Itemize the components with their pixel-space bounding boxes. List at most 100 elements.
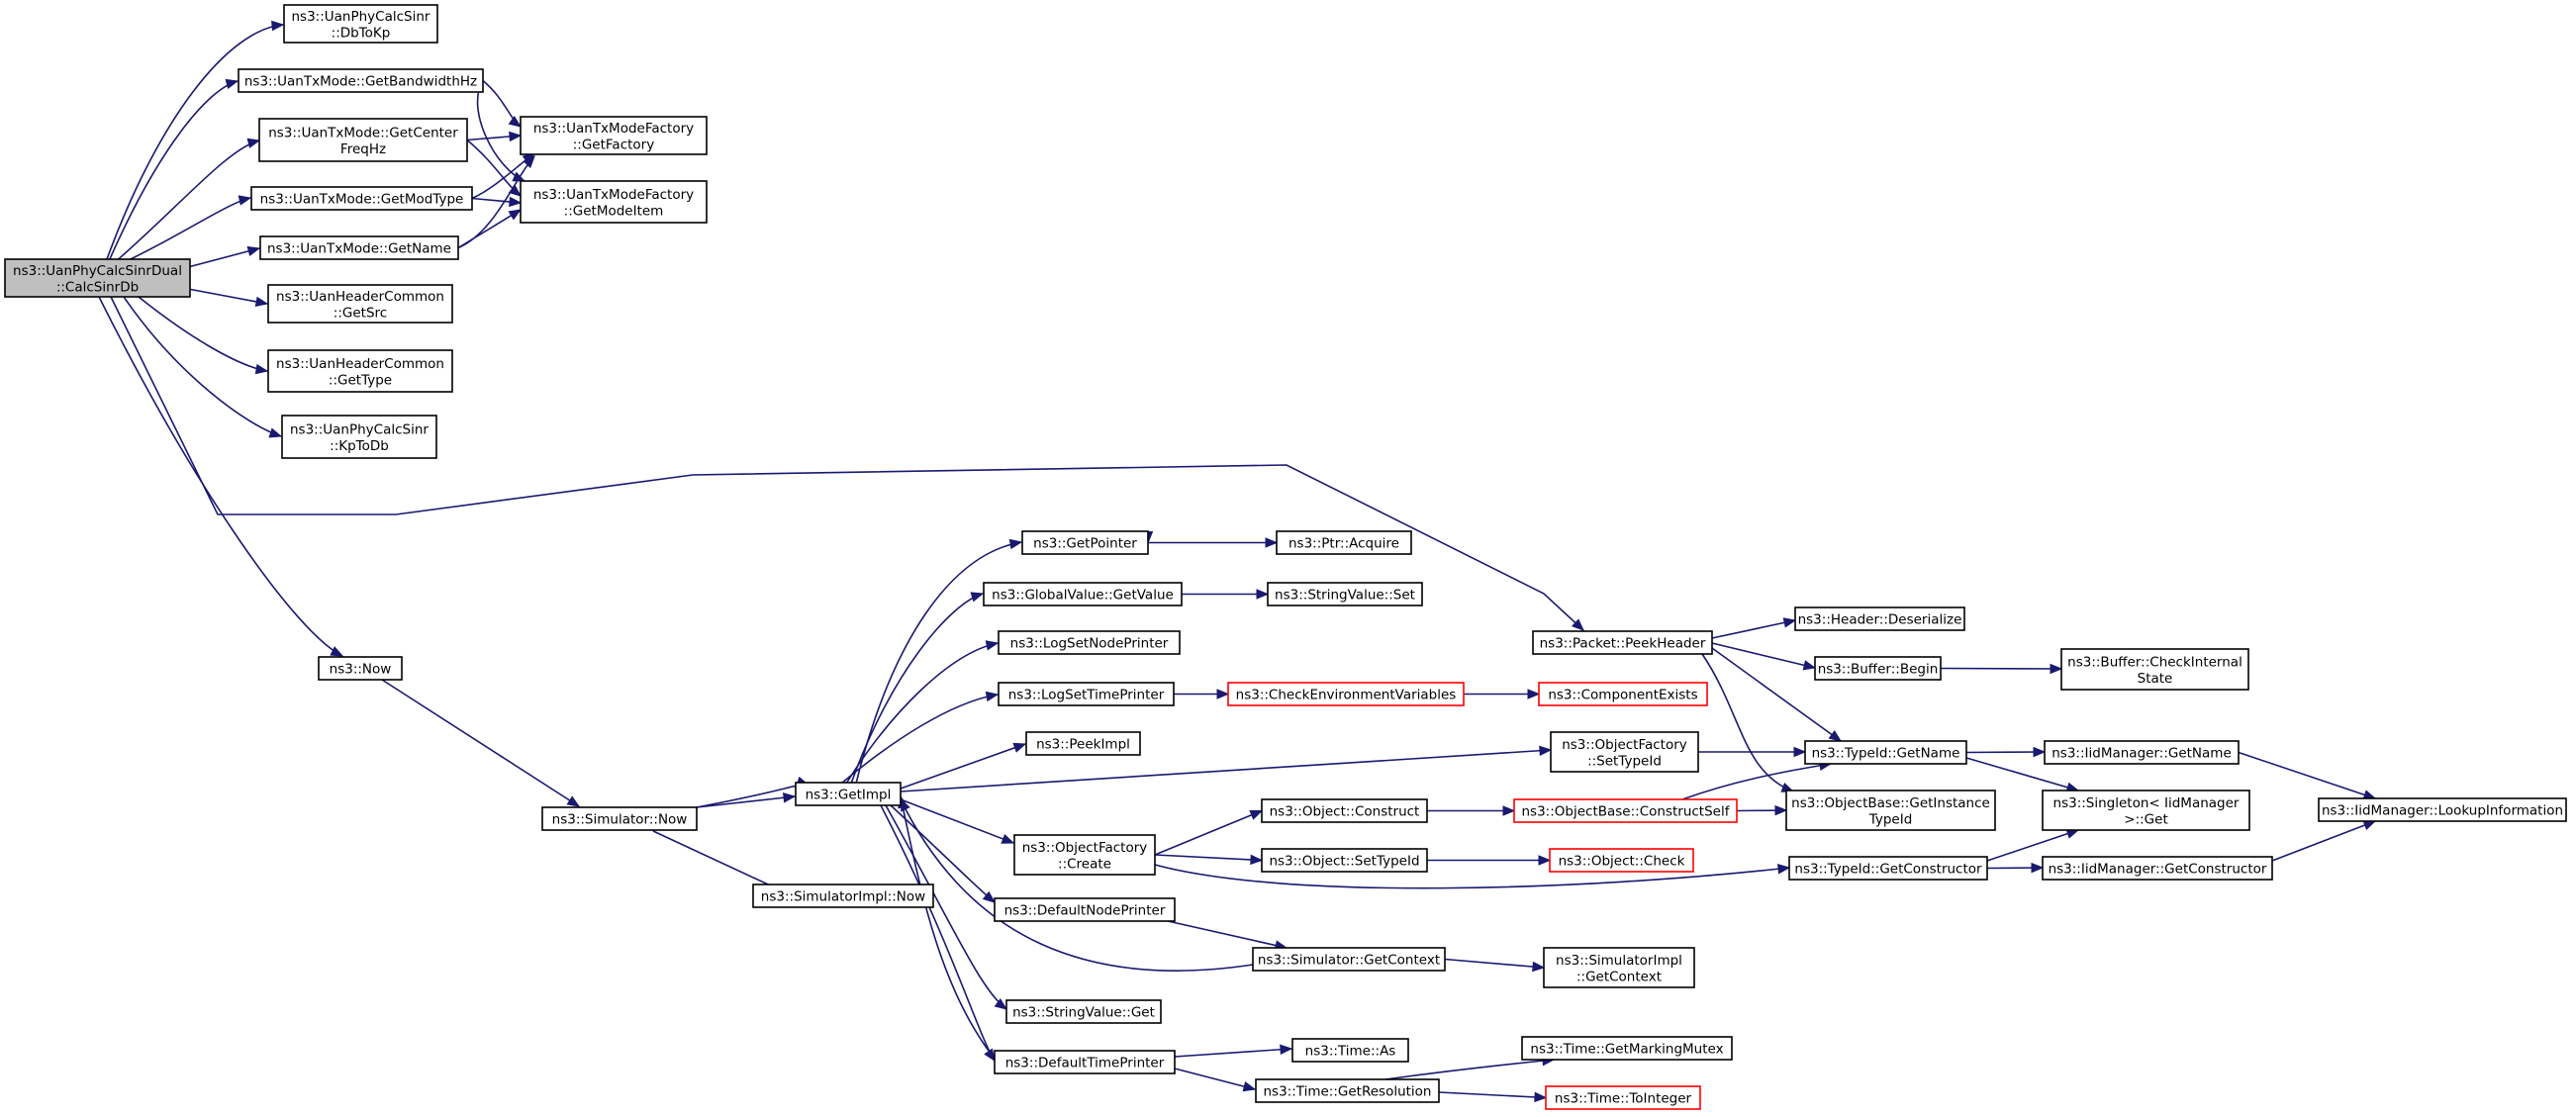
arrowhead — [994, 997, 1008, 1010]
node-dbtokp[interactable]: ns3::UanPhyCalcSinr::DbToKp — [283, 4, 438, 44]
node-singleton-get[interactable]: ns3::Singleton< IidManager>::Get — [2042, 790, 2250, 831]
node-getimpl[interactable]: ns3::GetImpl — [795, 782, 902, 806]
node-simimpl-getcontext[interactable]: ns3::SimulatorImpl::GetContext — [1543, 947, 1695, 988]
call-edge — [187, 247, 260, 268]
node-root[interactable]: ns3::UanPhyCalcSinrDual::CalcSinrDb — [4, 258, 191, 298]
node-of-create[interactable]: ns3::ObjectFactory::Create — [1013, 834, 1156, 876]
node-getmodtype[interactable]: ns3::UanTxMode::GetModType — [250, 186, 473, 211]
call-edge — [1711, 642, 1816, 669]
node-box — [1532, 630, 1713, 655]
arrowhead — [1001, 833, 1015, 844]
node-iid-getctor[interactable]: ns3::IidManager::GetConstructor — [2042, 856, 2273, 881]
node-box — [250, 186, 473, 211]
node-box — [1291, 1038, 1409, 1063]
node-logtimeprinter[interactable]: ns3::LogSetTimePrinter — [998, 682, 1175, 706]
node-time-tointeger[interactable]: ns3::Time::ToInteger — [1545, 1085, 1701, 1110]
node-defnodeprinter[interactable]: ns3::DefaultNodePrinter — [994, 897, 1176, 922]
arrowhead — [2033, 746, 2047, 758]
arrowhead — [268, 427, 283, 438]
node-compexists[interactable]: ns3::ComponentExists — [1538, 682, 1708, 706]
node-getmodeitem[interactable]: ns3::UanTxModeFactory::GetModeItem — [520, 180, 708, 224]
node-simimpl-now[interactable]: ns3::SimulatorImpl::Now — [752, 884, 934, 908]
node-label: ns3::PeekImpl — [1036, 737, 1130, 753]
node-box — [1276, 530, 1412, 555]
node-label: ns3::DefaultNodePrinter — [1004, 903, 1166, 919]
node-box — [267, 349, 453, 393]
node-ptr-acquire[interactable]: ns3::Ptr::Acquire — [1276, 530, 1412, 555]
node-box — [1785, 790, 1996, 831]
arrowhead — [1534, 1091, 1548, 1103]
node-box — [1513, 798, 1738, 823]
node-label: ns3::UanPhyCalcSinr — [292, 9, 430, 25]
node-box — [1261, 848, 1428, 873]
node-label: ns3::UanPhyCalcSinrDual — [13, 263, 182, 279]
node-label: ns3::IidManager::GetConstructor — [2049, 862, 2267, 878]
node-label: ns3::LogSetTimePrinter — [1008, 688, 1165, 703]
node-now[interactable]: ns3::Now — [318, 656, 403, 681]
node-label: ns3::ObjectBase::GetInstance — [1791, 795, 1990, 811]
node-box — [1788, 856, 1988, 881]
node-sim-getcontext[interactable]: ns3::Simulator::GetContext — [1252, 947, 1446, 972]
node-sim-now[interactable]: ns3::Simulator::Now — [541, 806, 698, 831]
node-label: ns3::Header::Deserialize — [1798, 612, 1962, 628]
node-tid-getctor[interactable]: ns3::TypeId::GetConstructor — [1788, 856, 1988, 881]
node-iid-lookup[interactable]: ns3::IidManager::LookupInformation — [2318, 797, 2567, 822]
node-peekheader[interactable]: ns3::Packet::PeekHeader — [1532, 630, 1713, 655]
node-label: ::GetFactory — [573, 137, 654, 152]
node-box — [1794, 606, 1965, 631]
call-edge — [900, 798, 1254, 972]
node-getfactory[interactable]: ns3::UanTxModeFactory::GetFactory — [520, 116, 708, 155]
node-hdr-deser[interactable]: ns3::Header::Deserialize — [1794, 606, 1965, 631]
node-box — [1025, 731, 1141, 756]
arrowhead — [2362, 820, 2377, 831]
node-getbw[interactable]: ns3::UanTxMode::GetBandwidthHz — [238, 68, 484, 93]
node-label: >::Get — [2124, 811, 2167, 827]
node-gv-getvalue[interactable]: ns3::GlobalValue::GetValue — [983, 582, 1183, 606]
call-edge — [900, 795, 996, 1060]
node-peekimpl[interactable]: ns3::PeekImpl — [1025, 731, 1141, 756]
node-getname-mode[interactable]: ns3::UanTxMode::GetName — [259, 235, 459, 260]
node-kptodb[interactable]: ns3::UanPhyCalcSinr::KpToDb — [281, 415, 437, 459]
node-label: ns3::TypeId::GetName — [1812, 746, 1960, 762]
node-label: ns3::GetImpl — [806, 788, 892, 803]
node-checkenv[interactable]: ns3::CheckEnvironmentVariables — [1227, 682, 1465, 706]
node-buf-begin[interactable]: ns3::Buffer::Begin — [1814, 656, 1942, 681]
arrowhead — [1008, 538, 1023, 550]
call-edge — [123, 296, 282, 437]
node-gettype[interactable]: ns3::UanHeaderCommon::GetType — [267, 349, 453, 393]
node-box — [795, 782, 902, 806]
arrowhead — [523, 155, 535, 169]
call-edge — [110, 296, 1584, 631]
node-deftimeprinter[interactable]: ns3::DefaultTimePrinter — [994, 1050, 1176, 1074]
node-label: ns3::SimulatorImpl — [1556, 953, 1682, 969]
node-sv-get[interactable]: ns3::StringValue::Get — [1005, 999, 1162, 1024]
node-obj-settypeid[interactable]: ns3::Object::SetTypeId — [1261, 848, 1428, 873]
node-lognodeprinter[interactable]: ns3::LogSetNodePrinter — [998, 630, 1181, 655]
arrowhead — [508, 115, 523, 128]
node-label: ns3::Time::As — [1305, 1044, 1396, 1060]
node-obj-construct[interactable]: ns3::Object::Construct — [1261, 798, 1428, 823]
node-box — [994, 1050, 1176, 1074]
arrowhead — [254, 363, 269, 375]
call-edge — [1444, 958, 1545, 969]
call-edge — [1965, 751, 2046, 754]
call-edge — [106, 24, 284, 260]
node-of-settypeid[interactable]: ns3::ObjectFactory::SetTypeId — [1550, 731, 1699, 773]
call-edge — [696, 785, 799, 808]
call-edge — [457, 209, 522, 249]
node-time-markmutex[interactable]: ns3::Time::GetMarkingMutex — [1521, 1036, 1733, 1061]
node-ob-constructself[interactable]: ns3::ObjectBase::ConstructSelf — [1513, 798, 1738, 823]
node-getsrc[interactable]: ns3::UanHeaderCommon::GetSrc — [267, 284, 453, 324]
node-sv-set[interactable]: ns3::StringValue::Set — [1267, 582, 1423, 606]
node-time-getres[interactable]: ns3::Time::GetResolution — [1255, 1078, 1440, 1103]
node-box — [4, 258, 191, 298]
node-getpointer[interactable]: ns3::GetPointer — [1021, 530, 1149, 555]
node-iid-getname[interactable]: ns3::IidManager::GetName — [2044, 740, 2240, 765]
node-label: ns3::UanPhyCalcSinr — [290, 421, 429, 437]
node-tid-getname[interactable]: ns3::TypeId::GetName — [1804, 740, 1967, 765]
node-obj-check[interactable]: ns3::Object::Check — [1549, 848, 1694, 873]
node-time-as[interactable]: ns3::Time::As — [1291, 1038, 1409, 1063]
